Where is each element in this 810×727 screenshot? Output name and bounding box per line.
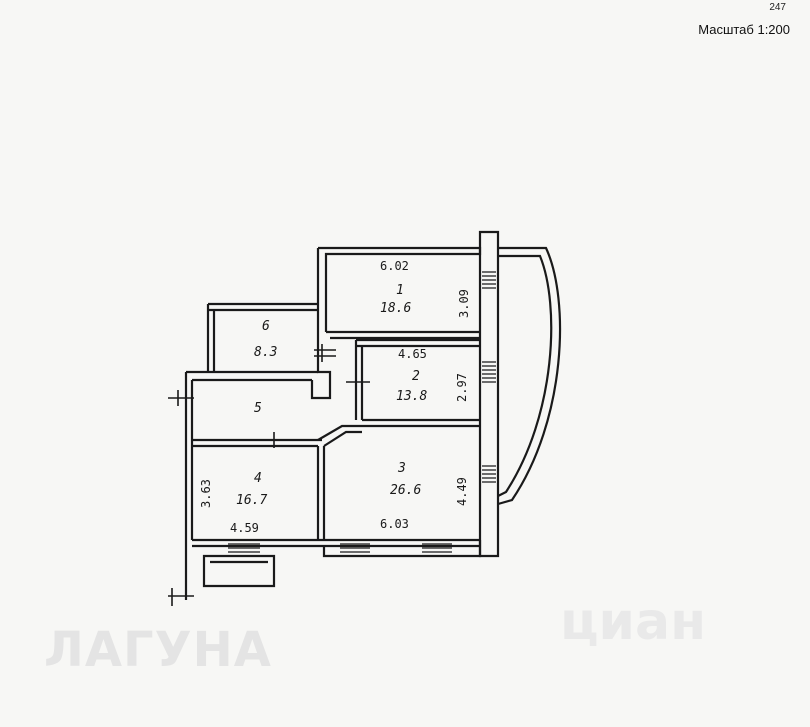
room-6-number: 6 (262, 319, 270, 334)
room-2-area: 13.8 (396, 389, 427, 404)
room-3-number: 3 (397, 461, 406, 476)
room-4-number: 4 (254, 471, 262, 486)
room-4-depth: 3.63 (199, 479, 213, 508)
watermark-cian: циан (560, 592, 706, 652)
room-1-width: 6.02 (380, 259, 409, 273)
plan-walls (184, 230, 562, 600)
room-6-area: 8.3 (254, 345, 277, 360)
room-5-number: 5 (254, 401, 262, 416)
room-2-depth: 2.97 (455, 373, 469, 402)
room-3-depth: 4.49 (455, 477, 469, 506)
room-1-area: 18.6 (380, 301, 411, 316)
room-2-width: 4.65 (398, 347, 427, 361)
room-1-number: 1 (396, 283, 404, 298)
watermark-laguna: ЛАГУНА (44, 622, 272, 678)
room-4-width: 4.59 (230, 521, 259, 535)
plan-door-marks (168, 344, 370, 606)
room-3-width: 6.03 (380, 517, 409, 531)
scale-label: Масштаб 1:200 (698, 22, 790, 37)
plan-windows (228, 271, 496, 553)
room-1-depth: 3.09 (457, 289, 471, 318)
room-3-area: 26.6 (390, 483, 421, 498)
room-2-number: 2 (412, 369, 420, 384)
room-4-area: 16.7 (236, 493, 267, 508)
page-number: 247 (769, 2, 786, 13)
